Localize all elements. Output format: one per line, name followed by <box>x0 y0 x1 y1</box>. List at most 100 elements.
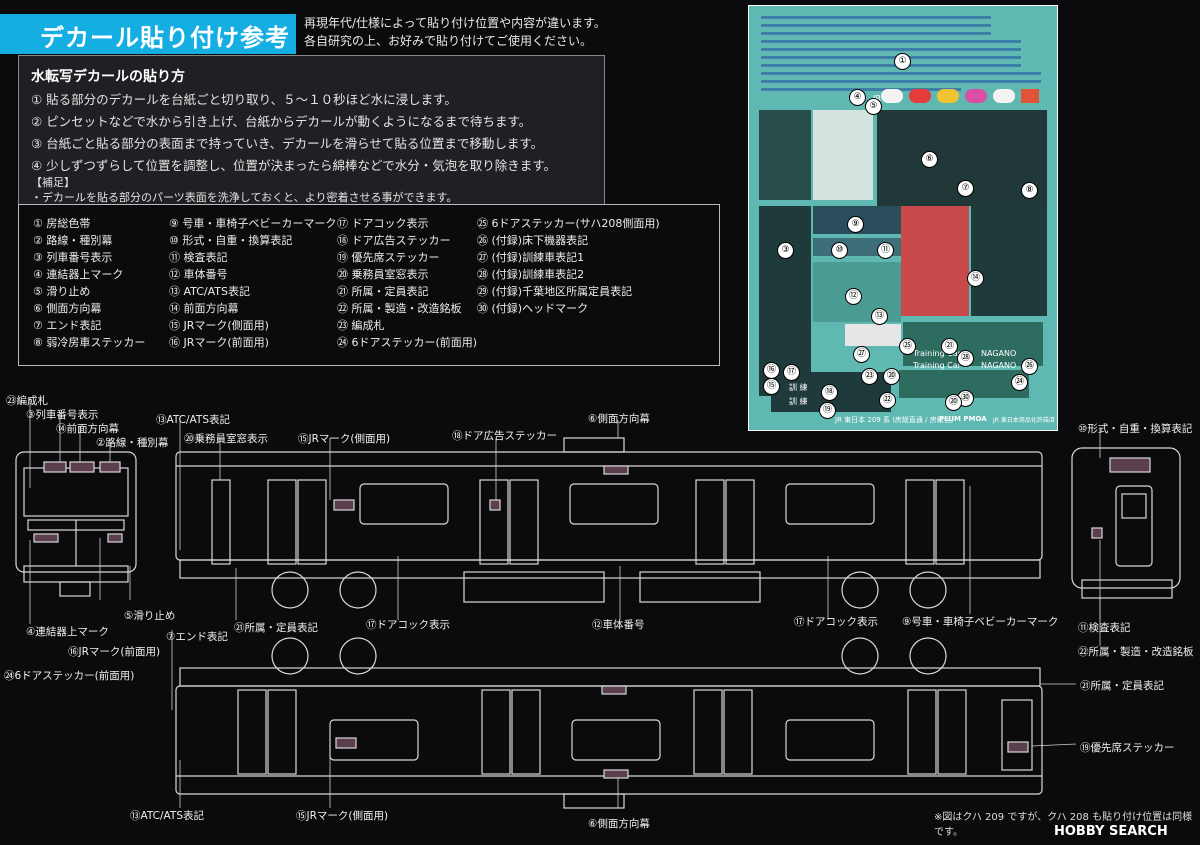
legend-item: ⑪ 検査表記 <box>169 251 228 264</box>
decal-number-pip: ⑲ <box>819 402 836 419</box>
legend-box: ① 房総色帯 ② 路線・種別幕 ③ 列車番号表示 ④ 連結器上マーク ⑤ 滑り止… <box>18 204 720 366</box>
label-route-type: ②路線・種別幕 <box>96 437 169 449</box>
title-bar <box>0 14 296 54</box>
legend-item: ⑨ 号車・車椅子ベビーカーマーク <box>169 217 337 230</box>
decal-number-pip: ⑳ <box>883 368 900 385</box>
head-mark-decal <box>1021 89 1039 103</box>
legend-item: ㉔ 6ドアステッカー(前面用) <box>337 336 478 349</box>
stripe-decal <box>761 80 1041 83</box>
stripe-decal <box>761 56 1021 59</box>
decal-number-pip: ㉑ <box>941 338 958 355</box>
legend-column-3: ⑰ ドアコック表示 ⑱ ドア広告ステッカー ⑲ 優先席ステッカー ⑳ 乗務員室窓… <box>337 215 477 351</box>
label-coupler-mark: ④連結器上マーク <box>26 626 109 638</box>
legend-item: ㉑ 所属・定員表記 <box>337 285 429 298</box>
kunren-label: 訓 練 <box>789 383 808 392</box>
label-end-mark: ⑦エンド表記 <box>166 631 228 643</box>
decal-block <box>759 110 811 200</box>
label-side-destination-bottom: ⑥側面方向幕 <box>588 818 650 830</box>
step-3: ③ 台紙ごと貼る部分の表面まで持っていき、デカールを滑らせて貼る位置まで移動しま… <box>31 136 544 151</box>
decal-number-pip: ㉔ <box>1011 374 1028 391</box>
legend-item: ① 房総色帯 <box>33 217 91 230</box>
intro-line-1: 再現年代/仕様によって貼り付け位置や内容が違います。 <box>304 16 606 30</box>
legend-item: ⑰ ドアコック表示 <box>337 217 429 230</box>
decal-number-pip: ⑩ <box>831 242 848 259</box>
decal-number-pip: ㉘ <box>957 350 974 367</box>
rear-view-drawing <box>1071 447 1181 599</box>
step-1: ① 貼る部分のデカールを台紙ごと切り取り、５～１０秒ほど水に浸します。 <box>31 92 457 107</box>
car-side-bottom-drawing <box>175 637 1043 809</box>
label-door-ad: ⑱ドア広告ステッカー <box>452 430 557 442</box>
decal-number-pip: ⑰ <box>783 364 800 381</box>
car-side-top-drawing <box>175 437 1043 609</box>
decal-sheet: JR Training Car NAGANO Training Car NAGA… <box>748 5 1058 431</box>
nagano-label: NAGANO <box>981 349 1017 358</box>
label-jr-side-bottom: ⑮JRマーク(側面用) <box>296 810 389 822</box>
legend-item: ㉕ 6ドアステッカー(サハ208側面用) <box>477 217 660 230</box>
stripe-decal <box>761 40 1021 43</box>
label-train-number: ③列車番号表示 <box>26 409 99 421</box>
legend-item: ⑤ 滑り止め <box>33 285 91 298</box>
head-mark-decal <box>881 89 903 103</box>
decal-block <box>845 324 901 346</box>
front-view-drawing <box>15 451 137 597</box>
decal-number-pip: ㉖ <box>1021 358 1038 375</box>
stripe-decal <box>761 24 991 27</box>
label-side-destination-top: ⑥側面方向幕 <box>588 413 650 425</box>
legend-item: ⑦ エンド表記 <box>33 319 102 332</box>
decal-number-pip: ⑥ <box>921 151 938 168</box>
head-mark-row <box>881 89 1041 107</box>
decal-number-pip: ⑫ <box>845 288 862 305</box>
decal-block <box>971 206 1047 316</box>
decal-number-pip: ⑧ <box>1021 182 1038 199</box>
label-door-cock-left: ⑰ドアコック表示 <box>366 619 450 631</box>
label-affiliation-bottom: ㉑所属・定員表記 <box>1080 680 1164 692</box>
sheet-brand: PLUM PMOA <box>939 415 987 423</box>
label-anti-slip: ⑤滑り止め <box>124 610 176 622</box>
stripe-decal <box>761 64 1021 67</box>
sheet-footer: JR 東日本 209 系 (房総直通 / 房総色) <box>835 416 954 424</box>
intro-line-2: 各自研究の上、お好みで貼り付けてご使用ください。 <box>304 34 593 48</box>
label-car-number: ⑫車体番号 <box>592 619 645 631</box>
legend-item: ⑲ 優先席ステッカー <box>337 251 440 264</box>
stripe-decal <box>761 16 991 19</box>
sheet-footer-2: JR 東日本商品化許諾済 <box>993 417 1055 424</box>
training-car-label: Training Car <box>913 361 961 370</box>
legend-item: ② 路線・種別幕 <box>33 234 113 247</box>
nagano-label: NAGANO <box>981 361 1017 370</box>
label-car-no-wheelchair: ⑨号車・車椅子ベビーカーマーク <box>902 616 1059 628</box>
label-type-weight: ⑩形式・自重・換算表記 <box>1078 423 1193 435</box>
legend-item: ⑬ ATC/ATS表記 <box>169 285 251 298</box>
decal-number-pip: ⑱ <box>821 384 838 401</box>
head-mark-decal <box>909 89 931 103</box>
stripe-decal <box>761 72 1041 75</box>
legend-item: ③ 列車番号表示 <box>33 251 113 264</box>
step-2: ② ピンセットなどで水から引き上げ、台紙からデカールが動くようになるまで待ちます… <box>31 114 532 129</box>
stripe-decal <box>761 48 1021 51</box>
stripe-decal <box>761 32 991 35</box>
label-jr-side-top: ⑮JRマーク(側面用) <box>298 433 391 445</box>
footnote: ※図はクハ 209 ですが、クハ 208 も貼り付け位置は同様です。 <box>934 812 1193 838</box>
decal-number-pip: ⑳ <box>945 394 962 411</box>
legend-item: ㉒ 所属・製造・改造銘板 <box>337 302 462 315</box>
label-front-destination: ⑭前面方向幕 <box>56 423 119 435</box>
training-car-label: Training Car <box>913 349 961 358</box>
decal-number-pip: ⑯ <box>763 362 780 379</box>
legend-item: ④ 連結器上マーク <box>33 268 124 281</box>
head-mark-decal <box>937 89 959 103</box>
decal-number-pip: ㉗ <box>853 346 870 363</box>
decal-number-pip: ④ <box>849 89 866 106</box>
legend-item: ⑱ ドア広告ステッカー <box>337 234 451 247</box>
legend-item: ㉙ (付録)千葉地区所属定員表記 <box>477 285 633 298</box>
legend-item: ⑫ 車体番号 <box>169 268 228 281</box>
decal-number-pip: ⑦ <box>957 180 974 197</box>
label-affiliation-top: ㉑所属・定員表記 <box>234 622 318 634</box>
legend-item: ㉘ (付録)訓練車表記2 <box>477 268 585 281</box>
legend-column-2: ⑨ 号車・車椅子ベビーカーマーク ⑩ 形式・自重・換算表記 ⑪ 検査表記 ⑫ 車… <box>169 215 336 351</box>
decal-number-pip: ⑭ <box>967 270 984 287</box>
decal-number-pip: ⑪ <box>877 242 894 259</box>
legend-item: ⑩ 形式・自重・換算表記 <box>169 234 293 247</box>
legend-item: ⑧ 弱冷房車ステッカー <box>33 336 146 349</box>
instruction-heading: 水転写デカールの貼り方 <box>31 69 185 85</box>
decal-block <box>901 206 969 316</box>
